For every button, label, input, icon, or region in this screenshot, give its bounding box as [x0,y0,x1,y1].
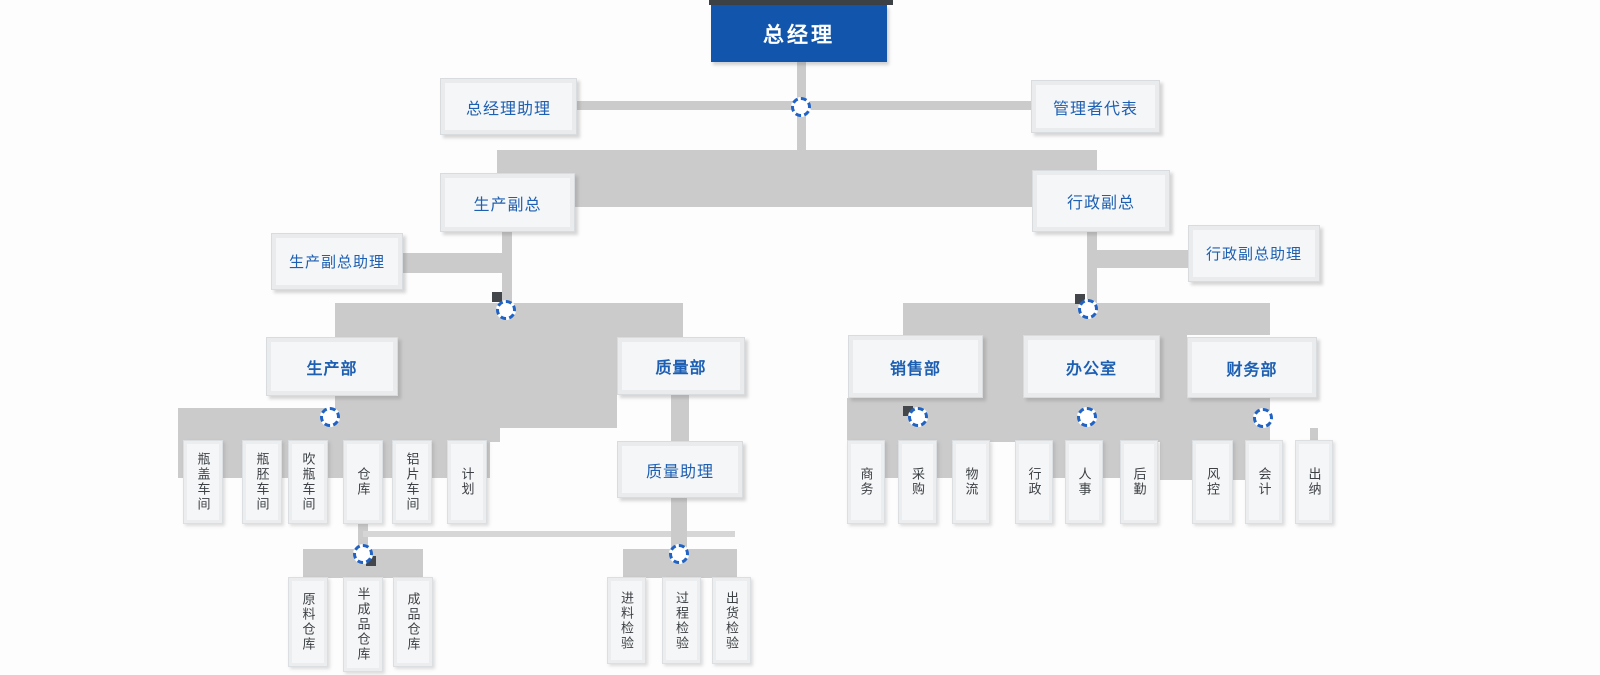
node-quality-assistant[interactable]: 质量助理 [617,441,743,498]
connector-qa-down [671,498,687,549]
connector-prodvp-assistant [403,253,507,273]
connector-root-stub [797,62,806,110]
node-warehouse[interactable]: 仓库 [343,440,383,524]
node-blowmold-workshop[interactable]: 吹瓶车间 [288,440,328,524]
connector-prodvp-down [502,232,512,303]
node-risk-control[interactable]: 风控 [1192,440,1233,524]
node-support[interactable]: 后勤 [1120,440,1158,524]
link-node[interactable] [669,544,689,564]
node-quality-dept[interactable]: 质量部 [617,337,745,395]
node-admin-vp[interactable]: 行政副总 [1032,170,1170,232]
node-accounting[interactable]: 会计 [1245,440,1283,524]
node-gm-assistant[interactable]: 总经理助理 [440,78,577,135]
node-production-vp-assistant[interactable]: 生产副总助理 [271,233,403,290]
link-node[interactable] [1078,299,1098,319]
connector-adminvp-assistant [1095,250,1188,268]
link-node[interactable] [791,97,811,117]
node-logistics[interactable]: 物流 [952,440,990,524]
link-node[interactable] [353,544,373,564]
link-node[interactable] [496,300,516,320]
node-incoming-inspection[interactable]: 进料检验 [607,577,646,664]
drag-handle[interactable] [492,292,502,302]
node-sales-dept[interactable]: 销售部 [848,335,983,398]
node-manager-representative[interactable]: 管理者代表 [1031,80,1160,133]
connector-production-leaf-slab [178,420,490,478]
selection-bar [709,0,893,5]
link-node[interactable] [320,407,340,427]
node-planning[interactable]: 计划 [447,440,487,524]
node-business[interactable]: 商务 [847,440,885,524]
node-outgoing-inspection[interactable]: 出货检验 [712,577,751,664]
node-cashier[interactable]: 出纳 [1295,440,1333,524]
link-node[interactable] [908,407,928,427]
connector-adminvp-down [1087,232,1097,303]
node-rawmaterial-warehouse[interactable]: 原料仓库 [288,577,328,667]
connector-warehouse-down [358,524,368,550]
connector-cashier-stub [1310,428,1318,442]
node-general-manager[interactable]: 总经理 [711,5,887,62]
node-administration[interactable]: 行政 [1015,440,1053,524]
node-preform-workshop[interactable]: 瓶胚车间 [242,440,282,524]
node-purchasing[interactable]: 采购 [898,440,937,524]
connector-bottom-hline [363,531,735,537]
node-semifinished-warehouse[interactable]: 半成品仓库 [343,577,383,672]
node-finance-dept[interactable]: 财务部 [1187,337,1317,398]
link-node[interactable] [1077,407,1097,427]
drag-handle[interactable] [366,556,376,566]
node-process-inspection[interactable]: 过程检验 [662,577,701,664]
node-production-vp[interactable]: 生产副总 [440,173,575,232]
node-aluminum-workshop[interactable]: 铝片车间 [392,440,432,524]
node-production-dept[interactable]: 生产部 [266,337,398,396]
connector-quality-down [671,395,689,441]
node-bottlecap-workshop[interactable]: 瓶盖车间 [183,440,223,524]
connector-root-down [797,110,806,152]
node-finished-warehouse[interactable]: 成品仓库 [393,577,433,667]
node-office[interactable]: 办公室 [1023,335,1160,398]
node-hr[interactable]: 人事 [1065,440,1103,524]
drag-handle[interactable] [1075,294,1085,304]
drag-handle[interactable] [903,406,913,416]
connector-vp-ribbon [497,150,1097,207]
link-node[interactable] [1253,408,1273,428]
node-admin-vp-assistant[interactable]: 行政副总助理 [1188,225,1320,282]
